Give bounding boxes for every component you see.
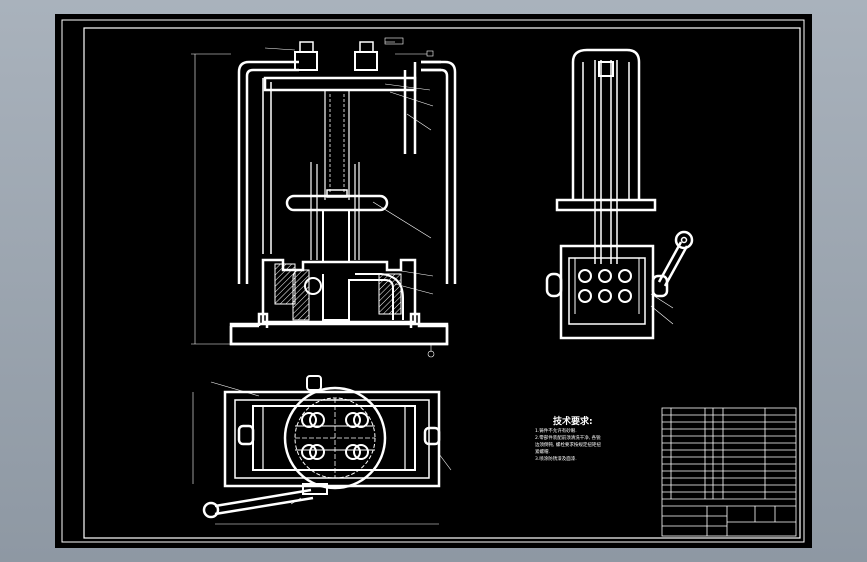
tech-requirement-line-5: 3.喷涂防锈漆及面漆. — [535, 455, 577, 462]
sheet-border-inner — [83, 27, 801, 539]
title-block — [661, 407, 797, 537]
tech-requirement-line-4: 紧螺帽. — [535, 448, 550, 455]
cad-viewport[interactable]: 技术要求: 1.铸件不允许有砂眼. 2.零部件装配前须清洗干净, 各锐 边须倒钝… — [55, 14, 812, 548]
top-view — [202, 375, 441, 519]
technical-requirements: 技术要求: 1.铸件不允许有砂眼. 2.零部件装配前须清洗干净, 各锐 边须倒钝… — [535, 415, 601, 462]
front-view-leaders — [191, 37, 435, 358]
front-view — [229, 41, 457, 346]
engineering-drawing: 技术要求: 1.铸件不允许有砂眼. 2.零部件装配前须清洗干净, 各锐 边须倒钝… — [61, 19, 805, 543]
side-view-leaders — [650, 293, 674, 325]
top-view-leaders — [192, 381, 452, 525]
tech-requirement-line-2: 2.零部件装配前须清洗干净, 各锐 — [535, 434, 601, 441]
tech-requirement-line-1: 1.铸件不允许有砂眼. — [535, 427, 577, 434]
tech-requirements-title: 技术要求: — [553, 415, 593, 427]
tech-requirement-line-3: 边须倒钝, 螺栓要求按规定扭矩扭 — [535, 441, 601, 448]
sheet-border-outer — [61, 19, 805, 543]
side-view — [545, 48, 694, 340]
